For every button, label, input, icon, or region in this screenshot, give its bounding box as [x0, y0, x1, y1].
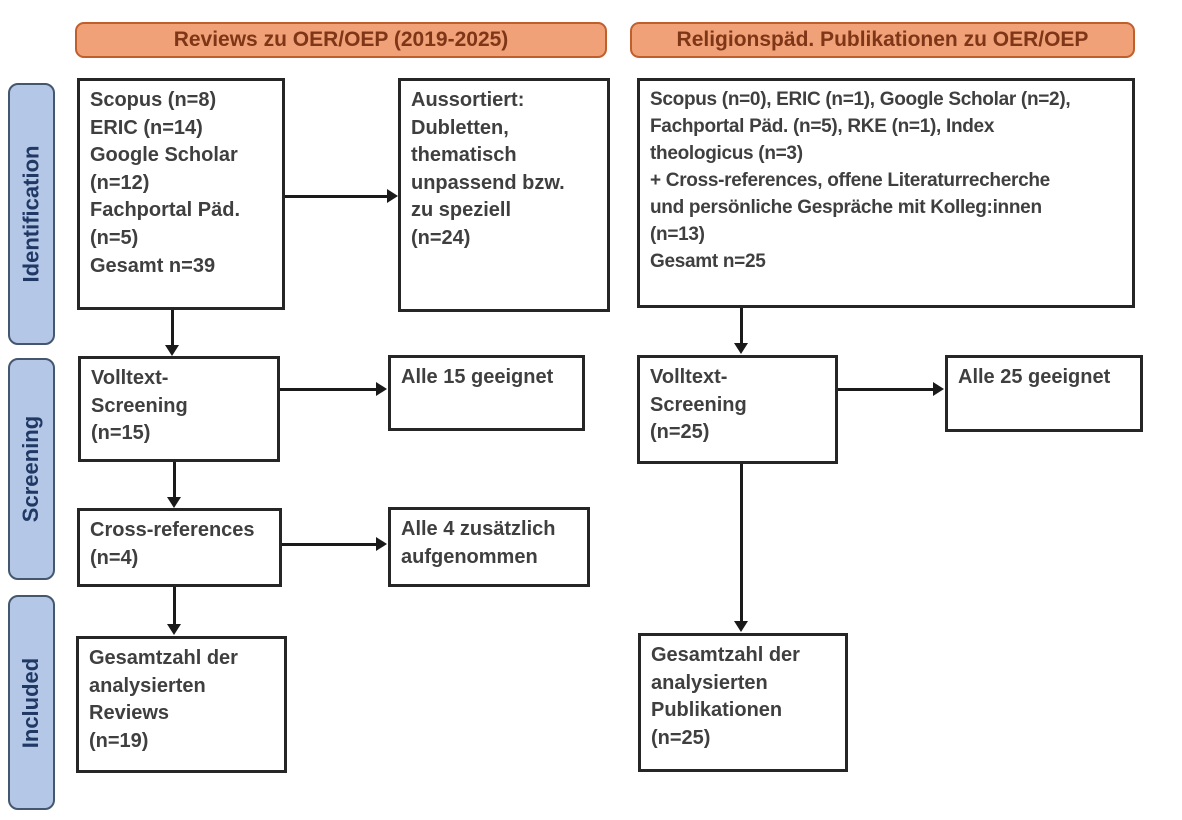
stage-identification: Identification — [8, 83, 55, 345]
arrow-right-sources-to-fulltext — [734, 308, 748, 354]
box-left-fulltext-result: Alle 15 geeignet — [388, 355, 585, 431]
arrow-right-fulltext-to-result — [838, 382, 944, 396]
box-left-excluded: Aussortiert: Dubletten, thematisch unpas… — [398, 78, 610, 312]
stage-identification-label: Identification — [18, 145, 44, 283]
arrow-right-fulltext-to-total — [734, 464, 748, 632]
stage-screening-label: Screening — [18, 415, 44, 523]
arrow-left-sources-to-fulltext — [165, 310, 179, 356]
stage-included-label: Included — [18, 657, 44, 748]
box-left-crossref-result: Alle 4 zusätzlich aufgenommen — [388, 507, 590, 587]
box-right-fulltext-result: Alle 25 geeignet — [945, 355, 1143, 432]
column-header-religionspaed: Religionspäd. Publikationen zu OER/OEP — [630, 22, 1135, 58]
box-right-total-included: Gesamtzahl der analysierten Publikatione… — [638, 633, 848, 772]
box-right-fulltext-screening: Volltext- Screening (n=25) — [637, 355, 838, 464]
stage-screening: Screening — [8, 358, 55, 580]
arrow-left-crossref-to-result — [282, 537, 387, 551]
box-left-total-included: Gesamtzahl der analysierten Reviews (n=1… — [76, 636, 287, 773]
arrow-left-fulltext-to-result — [280, 382, 387, 396]
box-right-sources: Scopus (n=0), ERIC (n=1), Google Scholar… — [637, 78, 1135, 308]
box-left-sources: Scopus (n=8) ERIC (n=14) Google Scholar … — [77, 78, 285, 310]
box-left-fulltext-screening: Volltext- Screening (n=15) — [78, 356, 280, 462]
arrow-left-sources-to-excluded — [285, 189, 398, 203]
stage-included: Included — [8, 595, 55, 810]
box-left-crossreferences: Cross-references (n=4) — [77, 508, 282, 587]
column-header-reviews: Reviews zu OER/OEP (2019-2025) — [75, 22, 607, 58]
arrow-left-fulltext-to-crossref — [167, 462, 181, 508]
arrow-left-crossref-to-total — [167, 587, 181, 635]
